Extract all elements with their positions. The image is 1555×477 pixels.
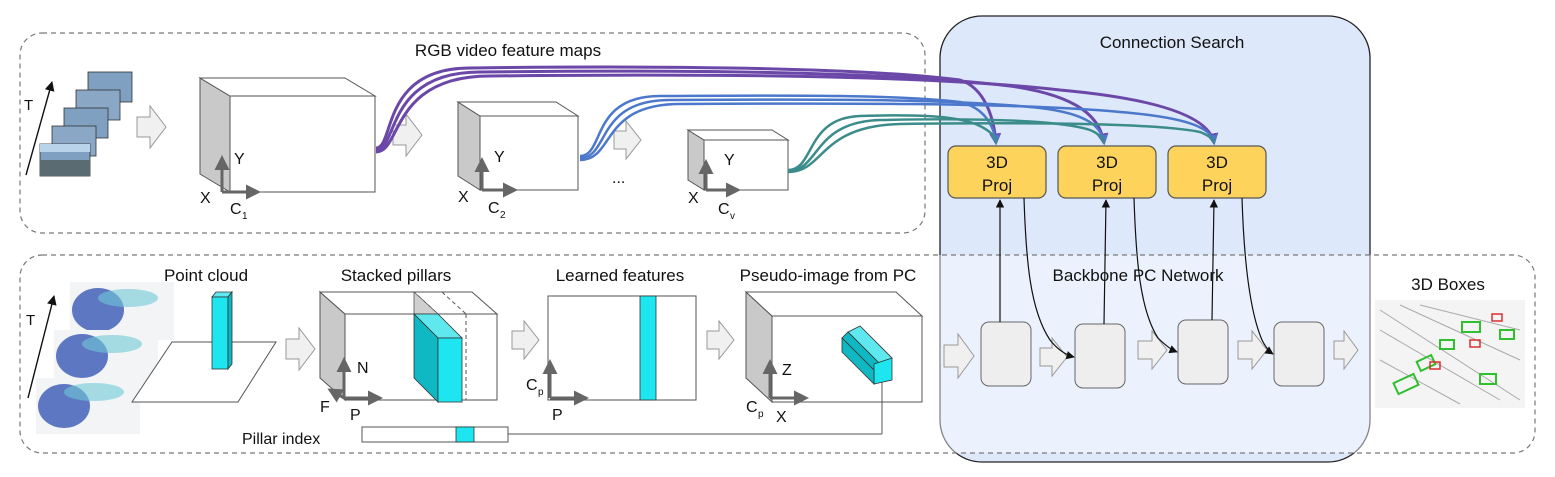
rgb-time-label: T — [24, 97, 33, 114]
rgb-cube-1-c: C — [230, 201, 242, 218]
backbone-flow-arrow-4 — [1237, 329, 1268, 371]
rgb-flow-arrow-1 — [136, 104, 167, 150]
rgb-cube-3-x: X — [688, 190, 699, 207]
learned-features-label: Learned features — [556, 266, 685, 285]
backbone-block-2 — [1074, 323, 1126, 389]
point-cloud-thumbnails — [36, 282, 174, 434]
backbone-block-1 — [980, 321, 1032, 387]
video-frames — [39, 71, 133, 177]
backbone-flow-arrow-5 — [1333, 329, 1359, 371]
rgb-cube-2-x: X — [458, 189, 469, 206]
rgb-panel-title: RGB video feature maps — [415, 41, 601, 60]
point-cloud-label: Point cloud — [164, 266, 248, 285]
proj-block-3-line1: 3D — [1206, 153, 1228, 172]
rgb-cube-3-y: Y — [724, 152, 735, 169]
proj-block-2-line2: Proj — [1092, 176, 1122, 195]
proj-block-1: 3D Proj — [947, 145, 1047, 199]
proj-block-3: 3D Proj — [1167, 145, 1267, 199]
rgb-cube-1-c-sub: 1 — [242, 211, 248, 222]
pc-flow-arrow-1 — [285, 326, 316, 372]
rgb-cube-2: Y X C 2 — [456, 101, 580, 221]
stacked-pillars-label: Stacked pillars — [341, 266, 452, 285]
learned-axis-p: P — [552, 407, 563, 424]
rgb-cube-1-y: Y — [234, 151, 245, 168]
backbone-block-3 — [1177, 319, 1229, 385]
proj-block-1-line1: 3D — [986, 153, 1008, 172]
learned-features-map: C p P — [526, 295, 697, 424]
connection-curves — [375, 65, 1219, 174]
pseudo-axis-z: Z — [782, 362, 792, 379]
pseudo-axis-x: X — [776, 409, 787, 426]
proj-block-2: 3D Proj — [1057, 145, 1157, 199]
pseudo-image-label: Pseudo-image from PC — [740, 266, 917, 285]
rgb-cube-2-c-sub: 2 — [500, 210, 506, 221]
rgb-panel — [19, 32, 926, 234]
rgb-time-arrow — [25, 81, 55, 176]
rgb-cube-3: Y X C v — [686, 129, 790, 222]
stack-axis-f: F — [320, 399, 330, 416]
proj-block-1-line2: Proj — [982, 176, 1012, 195]
rgb-cube-2-y: Y — [494, 149, 505, 166]
proj-backbone-links — [995, 197, 1274, 360]
backbone-flow-arrow-2 — [1039, 336, 1068, 378]
stack-axis-n: N — [357, 360, 369, 377]
pc-flow-arrow-2 — [511, 319, 540, 361]
backbone-label: Backbone PC Network — [1052, 266, 1224, 285]
rgb-flow-arrow-2 — [392, 112, 423, 158]
pseudo-axis-c: C — [746, 399, 758, 416]
stack-axis-p: P — [350, 407, 361, 424]
proj-block-2-line1: 3D — [1096, 153, 1118, 172]
pillar-index-bar — [361, 382, 883, 443]
3d-boxes-label: 3D Boxes — [1411, 275, 1485, 294]
rgb-cube-3-c: C — [718, 201, 730, 218]
point-cloud-plane — [131, 290, 277, 403]
backbone-block-4 — [1273, 321, 1325, 387]
learned-axis-c: C — [526, 377, 538, 394]
rgb-cube-2-c: C — [488, 200, 500, 217]
backbone-flow-arrow-3 — [1137, 329, 1168, 371]
rgb-ellipsis: ... — [612, 170, 625, 187]
rgb-cube-3-c-sub: v — [730, 211, 735, 222]
pc-time-label: T — [26, 312, 35, 329]
3d-boxes-image — [1375, 300, 1525, 408]
rgb-cube-1-x: X — [200, 190, 211, 207]
connection-search-title: Connection Search — [1100, 33, 1245, 52]
pc-flow-arrow-3 — [706, 319, 735, 361]
proj-block-3-line2: Proj — [1202, 176, 1232, 195]
pillar-index-label: Pillar index — [242, 431, 320, 448]
learned-axis-c-sub: p — [538, 387, 544, 398]
rgb-flow-arrow-3 — [613, 119, 642, 161]
pseudo-axis-c-sub: p — [758, 409, 764, 420]
rgb-cube-1: Y X C 1 — [198, 77, 377, 222]
backbone-flow-arrow-1 — [943, 332, 975, 380]
pseudo-image-cube: Z C p X — [744, 290, 924, 426]
stacked-pillars-cube: N F P — [318, 290, 499, 424]
pc-time-arrow — [27, 295, 57, 399]
